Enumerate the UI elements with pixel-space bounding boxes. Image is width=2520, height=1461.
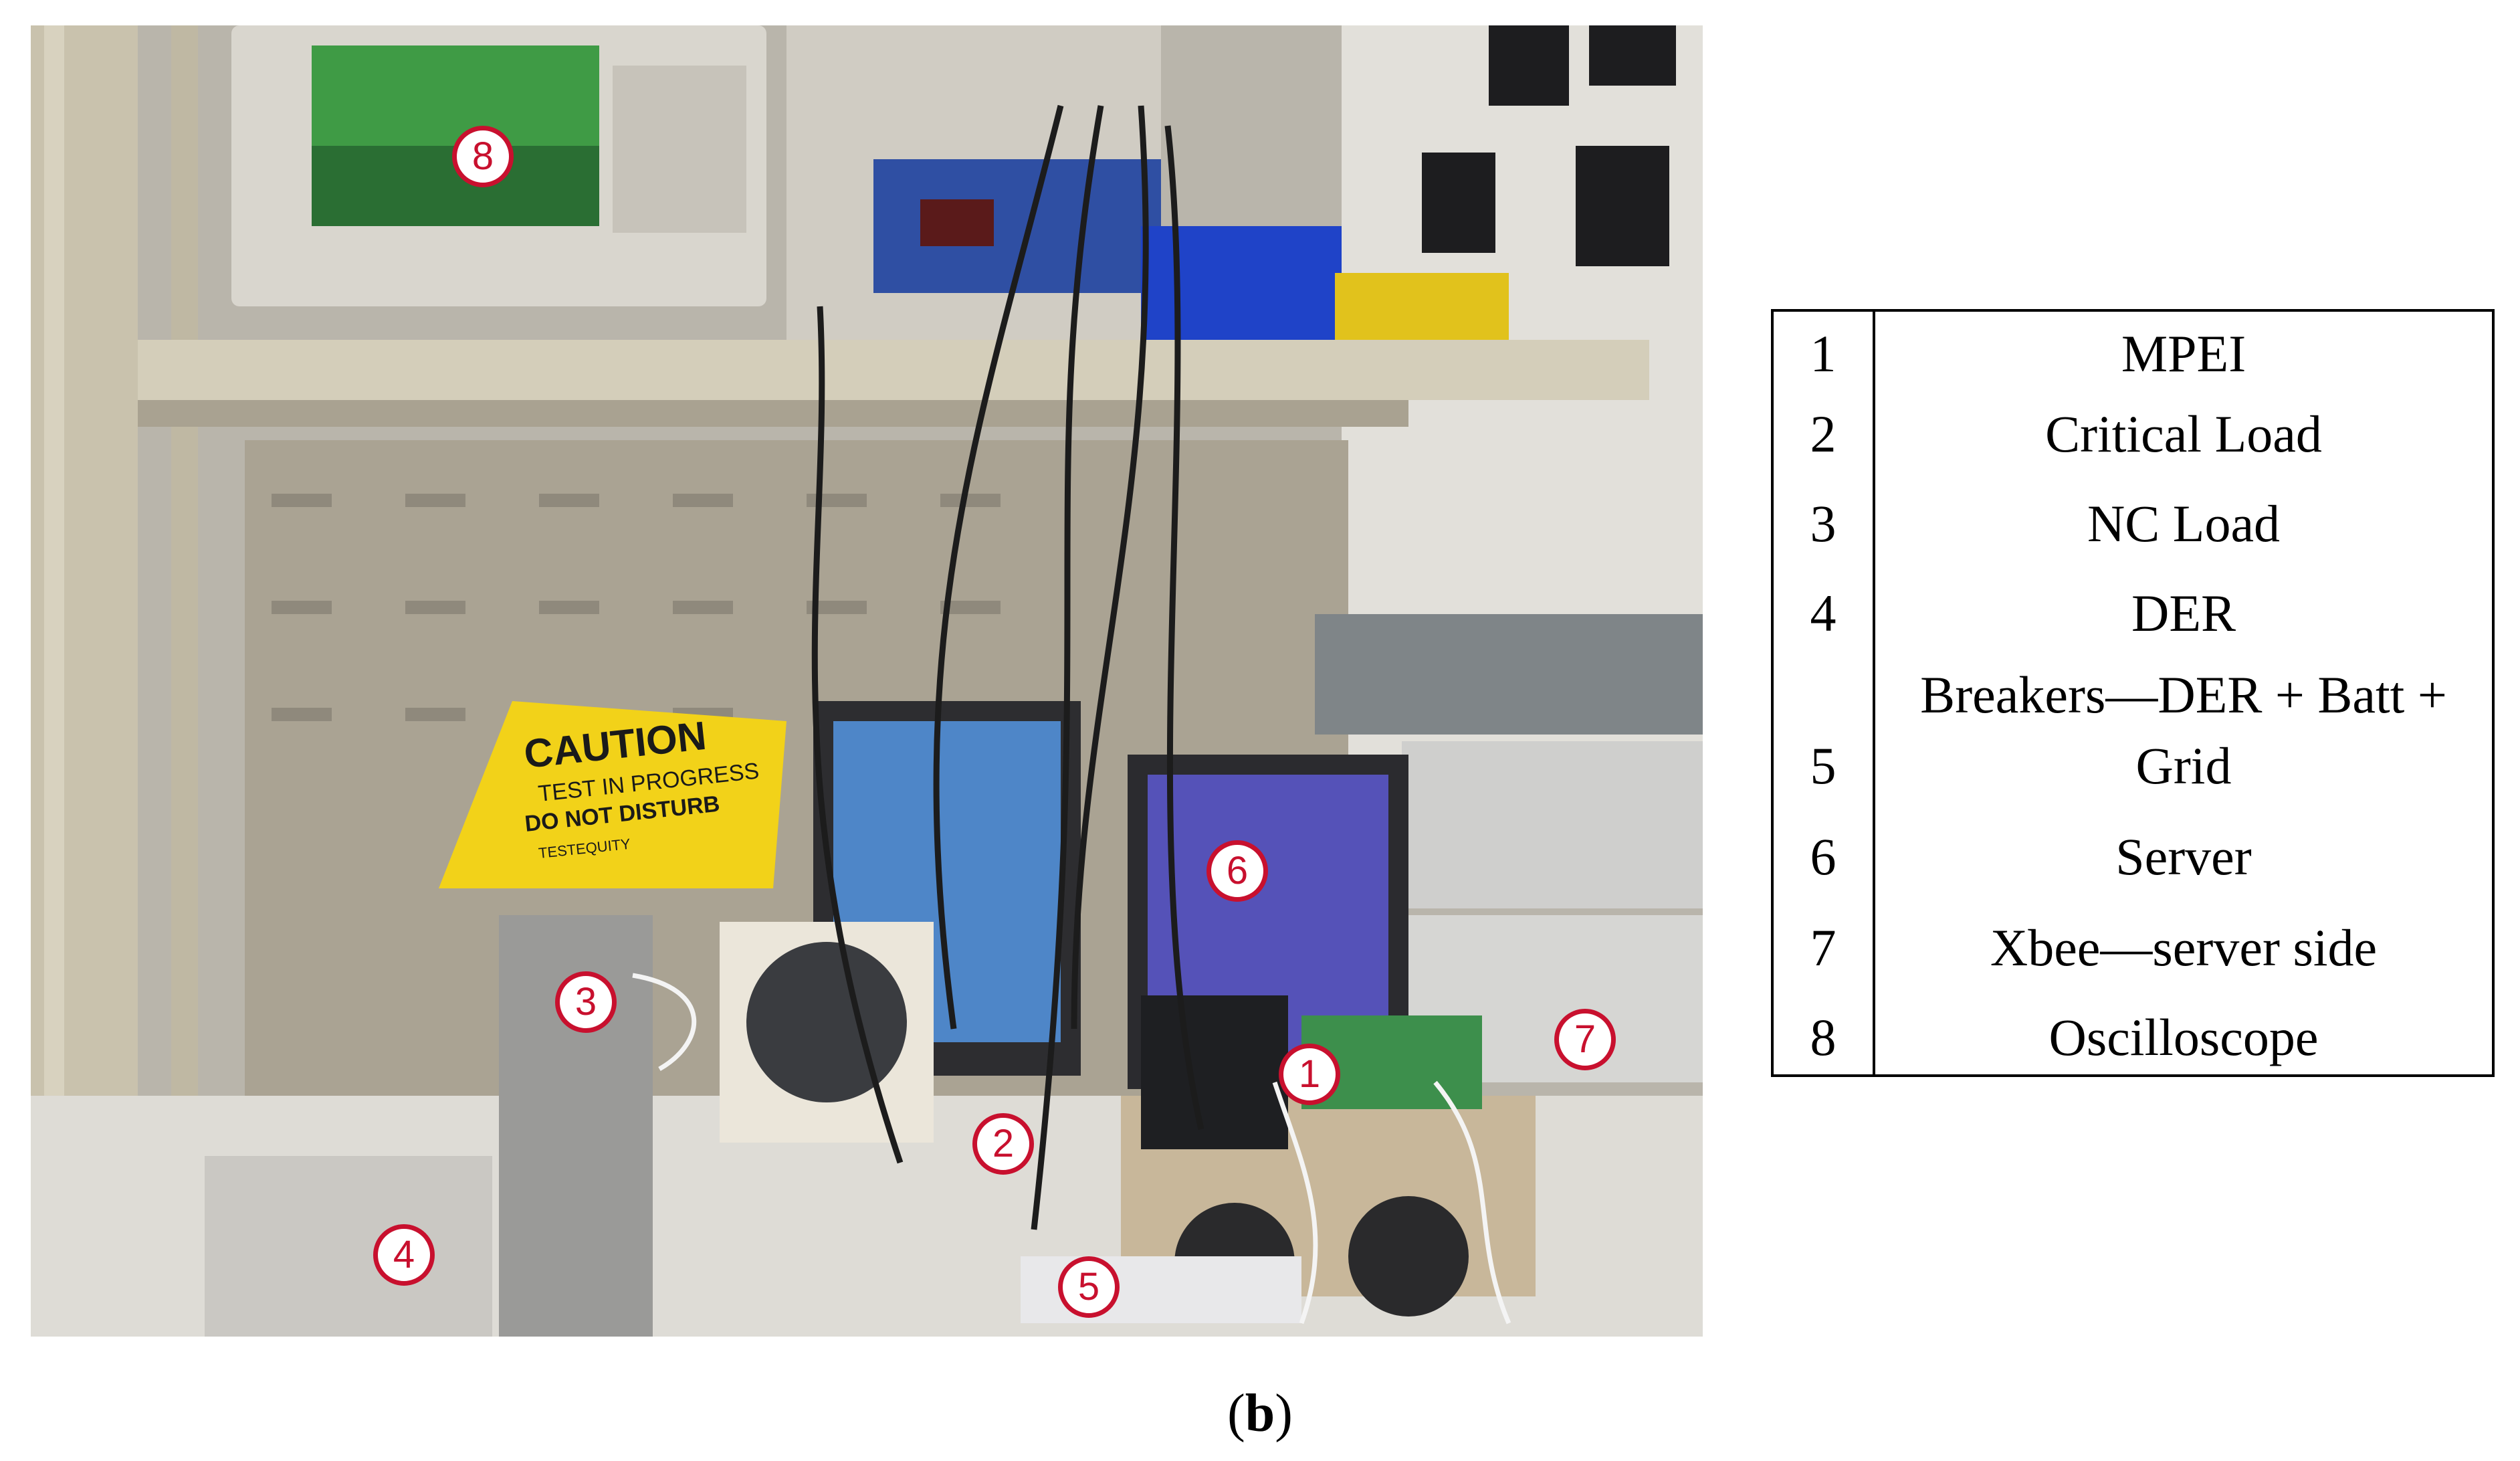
legend-label: Server [2115, 827, 2252, 886]
lab-bench-illustration: CAUTION TEST IN PROGRESS DO NOT DISTURB … [31, 25, 1703, 1337]
legend-label: MPEI [2121, 324, 2246, 383]
caption-open: ( [1227, 1384, 1245, 1443]
legend-label: DER [2131, 584, 2236, 642]
marker-5: 5 [1058, 1256, 1120, 1318]
legend-number: 4 [1810, 584, 1836, 642]
legend-number: 2 [1810, 405, 1836, 463]
marker-1: 1 [1279, 1044, 1340, 1105]
legend-number: 5 [1810, 737, 1836, 795]
marker-6: 6 [1206, 840, 1268, 902]
legend-number: 8 [1810, 1008, 1836, 1066]
legend-number: 1 [1810, 324, 1836, 383]
marker-2: 2 [972, 1113, 1034, 1175]
legend-label: Oscilloscope [2049, 1008, 2319, 1066]
legend-label: Critical Load [2045, 405, 2322, 463]
marker-8: 8 [452, 126, 514, 187]
marker-7: 7 [1554, 1009, 1616, 1070]
legend-number: 7 [1810, 918, 1836, 977]
marker-3: 3 [555, 971, 617, 1033]
caption-close: ) [1275, 1384, 1293, 1443]
legend-divider [1873, 312, 1875, 1074]
figure-caption: (b) [0, 1383, 2520, 1444]
legend-label: Xbee—server side [1990, 918, 2378, 977]
legend-label: NC Load [2087, 494, 2281, 553]
legend-number: 6 [1810, 827, 1836, 886]
caption-letter: b [1245, 1384, 1275, 1443]
legend-number: 3 [1810, 494, 1836, 553]
legend-label-line2: Grid [2135, 737, 2232, 795]
lab-bench-photo: CAUTION TEST IN PROGRESS DO NOT DISTURB … [31, 25, 1703, 1337]
marker-4: 4 [373, 1224, 435, 1286]
legend-label-line1: Breakers—DER + Batt + [1920, 666, 2447, 724]
legend-table: 1 MPEI 2 Critical Load 3 NC Load 4 DER B… [1771, 309, 2495, 1077]
